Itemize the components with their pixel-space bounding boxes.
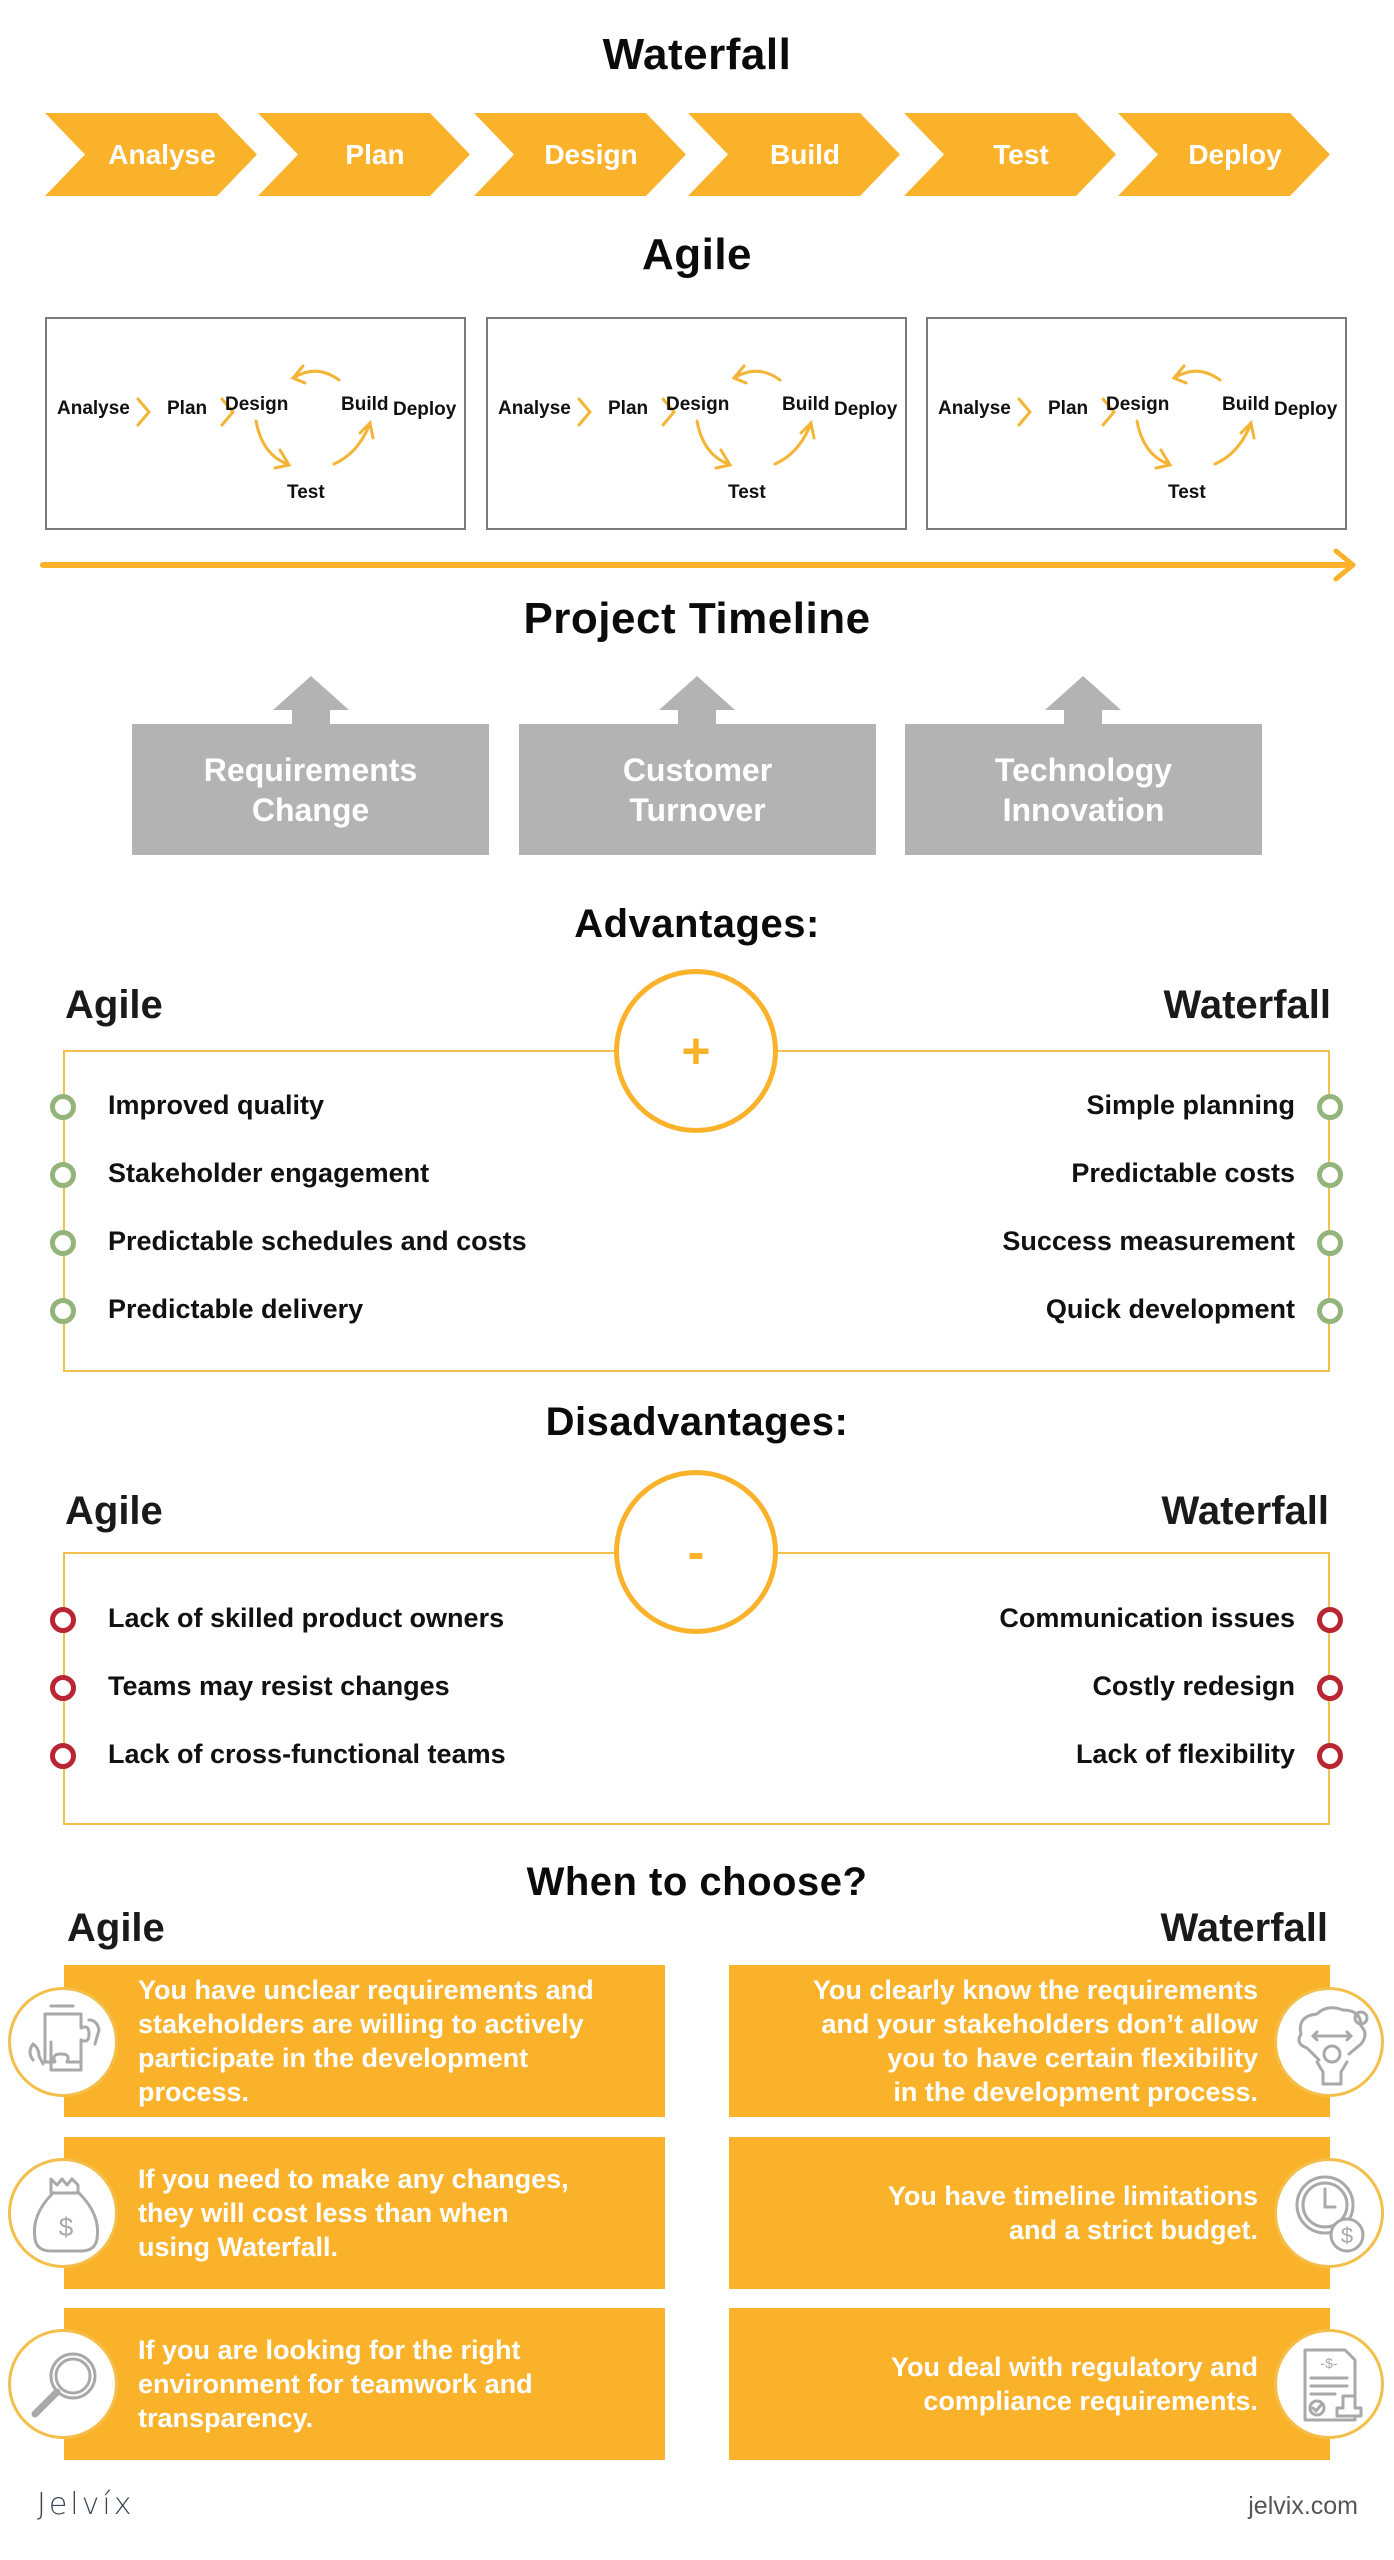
disadvantages-agile-heading: Agile [65,1489,163,1533]
green-bullet-icon [50,1162,76,1188]
waterfall-step-build: Build [688,113,900,196]
up-arrow-icon [1045,676,1121,724]
list-item: Quick development [1045,1294,1295,1324]
chevron-shape-icon [688,113,900,196]
timeline-factor-requirements-change: Requirements Change [132,724,489,855]
timeline-factor-customer-turnover: Customer Turnover [519,724,876,855]
list-item: Lack of cross-functional teams [108,1739,506,1769]
timeline-factor-technology-innovation: Technology Innovation [905,724,1262,855]
magnifier-icon [8,2329,118,2439]
document-stamp-icon: -$- [1274,2329,1384,2439]
jelvix-url[interactable]: jelvix.com [1248,2492,1358,2520]
advantages-agile-heading: Agile [65,983,163,1027]
agile-iteration-box-3: Analyse Plan Design Build Deploy Test [926,317,1347,530]
up-arrow-icon [273,676,349,724]
agile-title: Agile [641,230,753,279]
green-bullet-icon [1317,1230,1343,1256]
money-bag-icon: $ [8,2158,118,2268]
label-design: Design [225,394,289,415]
up-arrow-icon [659,676,735,724]
red-bullet-icon [1317,1743,1343,1769]
iteration-cycle-arrows-icon [136,364,375,470]
chevron-shape-icon [474,113,686,196]
puzzle-hands-icon [8,1987,118,2097]
choose-agile-card-3: If you are looking for the right environ… [64,2308,665,2460]
list-item: Simple planning [1086,1090,1295,1120]
choose-agile-card-2: If you need to make any changes, they wi… [64,2137,665,2289]
list-item: Lack of flexibility [1075,1739,1295,1769]
choose-waterfall-heading: Waterfall [1160,1906,1328,1950]
svg-text:-$-: -$- [1320,2355,1337,2371]
chevron-shape-icon [258,113,470,196]
list-item: Success measurement [1002,1226,1295,1256]
advantages-title: Advantages: [574,902,820,946]
choose-waterfall-card-1: You clearly know the requirements and yo… [729,1965,1330,2117]
list-item: Costly redesign [1092,1671,1295,1701]
choose-agile-heading: Agile [67,1906,165,1950]
green-bullet-icon [1317,1298,1343,1324]
waterfall-title: Waterfall [602,30,792,79]
disadvantages-title: Disadvantages: [545,1400,849,1444]
clock-dollar-icon: $ [1274,2158,1384,2268]
advantages-waterfall-heading: Waterfall [1163,983,1331,1027]
waterfall-step-test: Test [904,113,1116,196]
list-item: Predictable delivery [108,1294,364,1324]
chevron-shape-icon [904,113,1116,196]
choose-agile-card-1: You have unclear requirements and stakeh… [64,1965,665,2117]
plus-circle-icon: + [614,969,778,1133]
choose-waterfall-card-2: You have timeline limitations and a stri… [729,2137,1330,2289]
jelvix-logo: Jelvíx [37,2487,135,2522]
waterfall-step-design: Design [474,113,686,196]
minus-circle-icon: - [614,1470,778,1634]
red-bullet-icon [50,1675,76,1701]
chevron-shape-icon [1118,113,1330,196]
red-bullet-icon [50,1607,76,1633]
list-item: Improved quality [108,1090,325,1120]
iteration-cycle-arrows-icon [577,364,816,470]
svg-text:$: $ [1341,2223,1353,2248]
green-bullet-icon [50,1230,76,1256]
waterfall-step-deploy: Deploy [1118,113,1330,196]
red-bullet-icon [1317,1607,1343,1633]
waterfall-step-analyse: Analyse [45,113,257,196]
green-bullet-icon [1317,1162,1343,1188]
choose-waterfall-card-3: You deal with regulatory and compliance … [729,2308,1330,2460]
disadvantages-waterfall-heading: Waterfall [1161,1489,1329,1533]
strongman-brain-icon [1274,1987,1384,2097]
red-bullet-icon [1317,1675,1343,1701]
agile-iteration-box-2: Analyse Plan Design Build Deploy Test [486,317,907,530]
svg-text:$: $ [59,2212,74,2242]
chevron-shape-icon [45,113,257,196]
list-item: Predictable schedules and costs [108,1226,527,1256]
agile-iteration-box-1: Analyse Plan Design Build Deploy Test [45,317,466,530]
green-bullet-icon [50,1094,76,1120]
project-timeline-title: Project Timeline [523,594,871,643]
green-bullet-icon [1317,1094,1343,1120]
red-bullet-icon [50,1743,76,1769]
iteration-cycle-arrows-icon [1017,364,1256,470]
timeline-arrow-icon [40,548,1356,582]
list-item: Teams may resist changes [108,1671,450,1701]
green-bullet-icon [50,1298,76,1324]
waterfall-step-plan: Plan [258,113,470,196]
list-item: Predictable costs [1071,1158,1295,1188]
list-item: Lack of skilled product owners [108,1603,505,1633]
list-item: Communication issues [999,1603,1295,1633]
when-to-choose-title: When to choose? [526,1860,868,1904]
list-item: Stakeholder engagement [108,1158,430,1188]
